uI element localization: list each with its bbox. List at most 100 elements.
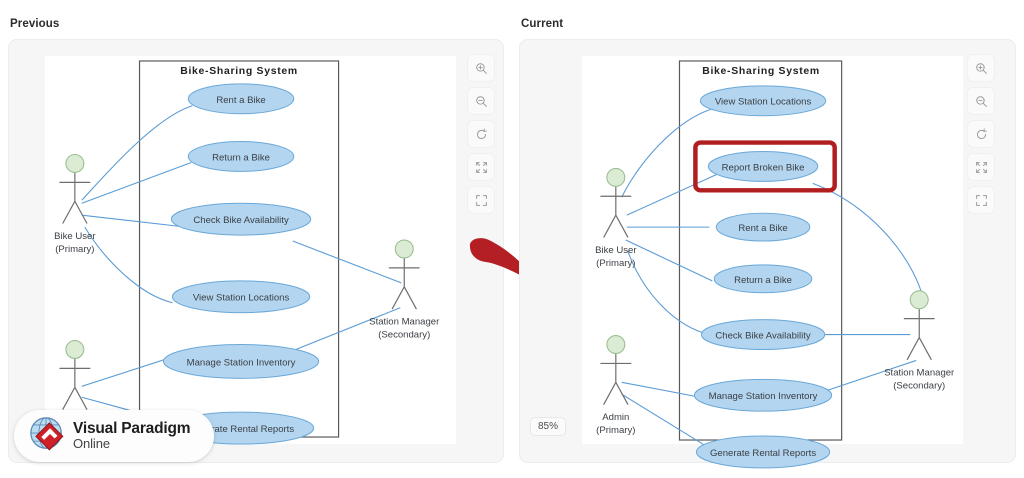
watermark-line-2: Online [73,436,110,452]
watermark-line-1: Visual Paradigm [73,420,191,438]
fullscreen-icon [975,194,988,207]
zoom-out-button[interactable] [467,87,495,115]
actor-station-manager[interactable]: Station Manager (Secondary) [369,239,440,341]
use-case-node[interactable]: Rent a Bike [187,83,295,115]
zoom-in-icon [975,62,988,75]
reset-view-button[interactable] [467,120,495,148]
fit-to-screen-button[interactable] [967,153,995,181]
panel-label-previous: Previous [10,18,60,30]
association-line [81,355,175,387]
association-line [815,359,917,395]
fit-screen-icon [475,161,488,174]
use-case-node[interactable]: View Station Locations [171,280,311,314]
panel-previous: Bike-Sharing System Rent a Bike [8,39,504,463]
actor-role: (Secondary) [893,380,945,391]
use-case-diagram-current: Bike-Sharing System View Stati [582,56,963,469]
actor-role: (Primary) [55,244,94,255]
actor-head-icon [606,167,626,187]
use-case-label: Rent a Bike [216,95,265,106]
watermark-text: Visual Paradigm Online [73,420,191,452]
actor-body-icon [388,258,420,310]
actor-name: Bike User [54,231,96,242]
reset-view-button[interactable] [967,120,995,148]
association-line [627,250,710,336]
system-boundary-title: Bike-Sharing System [180,66,298,77]
association-line [81,214,187,228]
system-boundary-box [678,60,843,441]
use-case-label: Manage Station Inventory [187,357,296,368]
actor-role: (Primary) [596,258,635,269]
actor-role: (Secondary) [378,330,430,341]
actor-role: (Primary) [596,425,635,436]
zoom-in-button[interactable] [467,54,495,82]
use-case-label: View Station Locations [715,97,812,108]
use-case-node[interactable]: View Station Locations [699,85,827,117]
association-line [621,393,713,451]
use-case-node[interactable]: Return a Bike [713,264,813,294]
actor-name: Station Manager [884,367,955,378]
use-case-label: Generate Rental Reports [710,448,816,459]
panel-label-current: Current [521,18,564,30]
zoom-out-icon [975,95,988,108]
actor-station-manager[interactable]: Station Manager (Secondary) [884,290,955,391]
fullscreen-button[interactable] [467,186,495,214]
use-case-label: Check Bike Availability [715,331,811,342]
association-line [292,240,402,284]
diagram-toolbar-previous [467,54,495,214]
use-case-label: Return a Bike [734,275,792,286]
use-case-diagram-previous: Bike-Sharing System Rent a Bike [45,56,456,445]
actor-bike-user[interactable]: Bike User (Primary) [595,167,637,269]
use-case-label: Manage Station Inventory [709,391,818,402]
fullscreen-icon [475,194,488,207]
association-line [625,239,713,282]
reset-icon [475,127,488,141]
zoom-in-button[interactable] [967,54,995,82]
association-line [626,171,722,216]
actor-head-icon [65,153,85,173]
zoom-level-badge[interactable]: 85% [530,417,567,436]
use-case-label: Return a Bike [212,152,270,163]
visual-paradigm-logo-icon [28,415,66,458]
reset-icon [975,127,988,141]
use-case-node[interactable]: Manage Station Inventory [693,378,833,412]
association-line [81,105,193,201]
use-case-node[interactable]: Generate Rental Reports [695,435,831,469]
use-case-label: View Station Locations [193,293,290,304]
diagram-toolbar-current [967,54,995,214]
zoom-out-button[interactable] [967,87,995,115]
use-case-label: Rent a Bike [738,223,787,234]
system-boundary-title: Bike-Sharing System [702,66,820,77]
actor-body-icon [59,358,91,410]
association-line [295,307,401,350]
use-case-node[interactable]: Check Bike Availability [700,319,826,350]
diagram-canvas-current[interactable]: Bike-Sharing System View Stati [582,56,963,469]
fullscreen-button[interactable] [967,186,995,214]
use-case-label: Check Bike Availability [193,215,289,226]
use-case-node[interactable]: Return a Bike [187,141,295,172]
zoom-in-icon [475,62,488,75]
use-case-node[interactable]: Check Bike Availability [170,202,312,236]
actor-head-icon [65,339,85,359]
use-case-node[interactable]: Rent a Bike [715,212,811,242]
use-case-node[interactable]: Manage Station Inventory [162,344,320,379]
actor-body-icon [59,172,91,224]
fit-screen-icon [975,161,988,174]
actor-admin[interactable]: Admin (Primary) [596,335,635,436]
actor-name: Station Manager [369,317,440,328]
actor-name: Admin [602,412,629,423]
diagram-canvas-previous[interactable]: Bike-Sharing System Rent a Bike [45,56,456,445]
fit-to-screen-button[interactable] [467,153,495,181]
association-line [84,226,173,304]
actor-bike-user[interactable]: Bike User (Primary) [54,153,96,255]
use-case-node-highlighted[interactable]: Report Broken Bike [707,151,819,182]
use-case-label: Report Broken Bike [722,162,805,173]
change-highlight-box [693,140,837,193]
actor-body-icon [600,353,632,405]
zoom-out-icon [475,95,488,108]
watermark-visual-paradigm: Visual Paradigm Online [14,410,214,462]
actor-body-icon [903,309,935,361]
actor-head-icon [606,335,626,355]
panel-current: Bike-Sharing System View Stati [519,39,1016,469]
association-line [81,161,192,204]
